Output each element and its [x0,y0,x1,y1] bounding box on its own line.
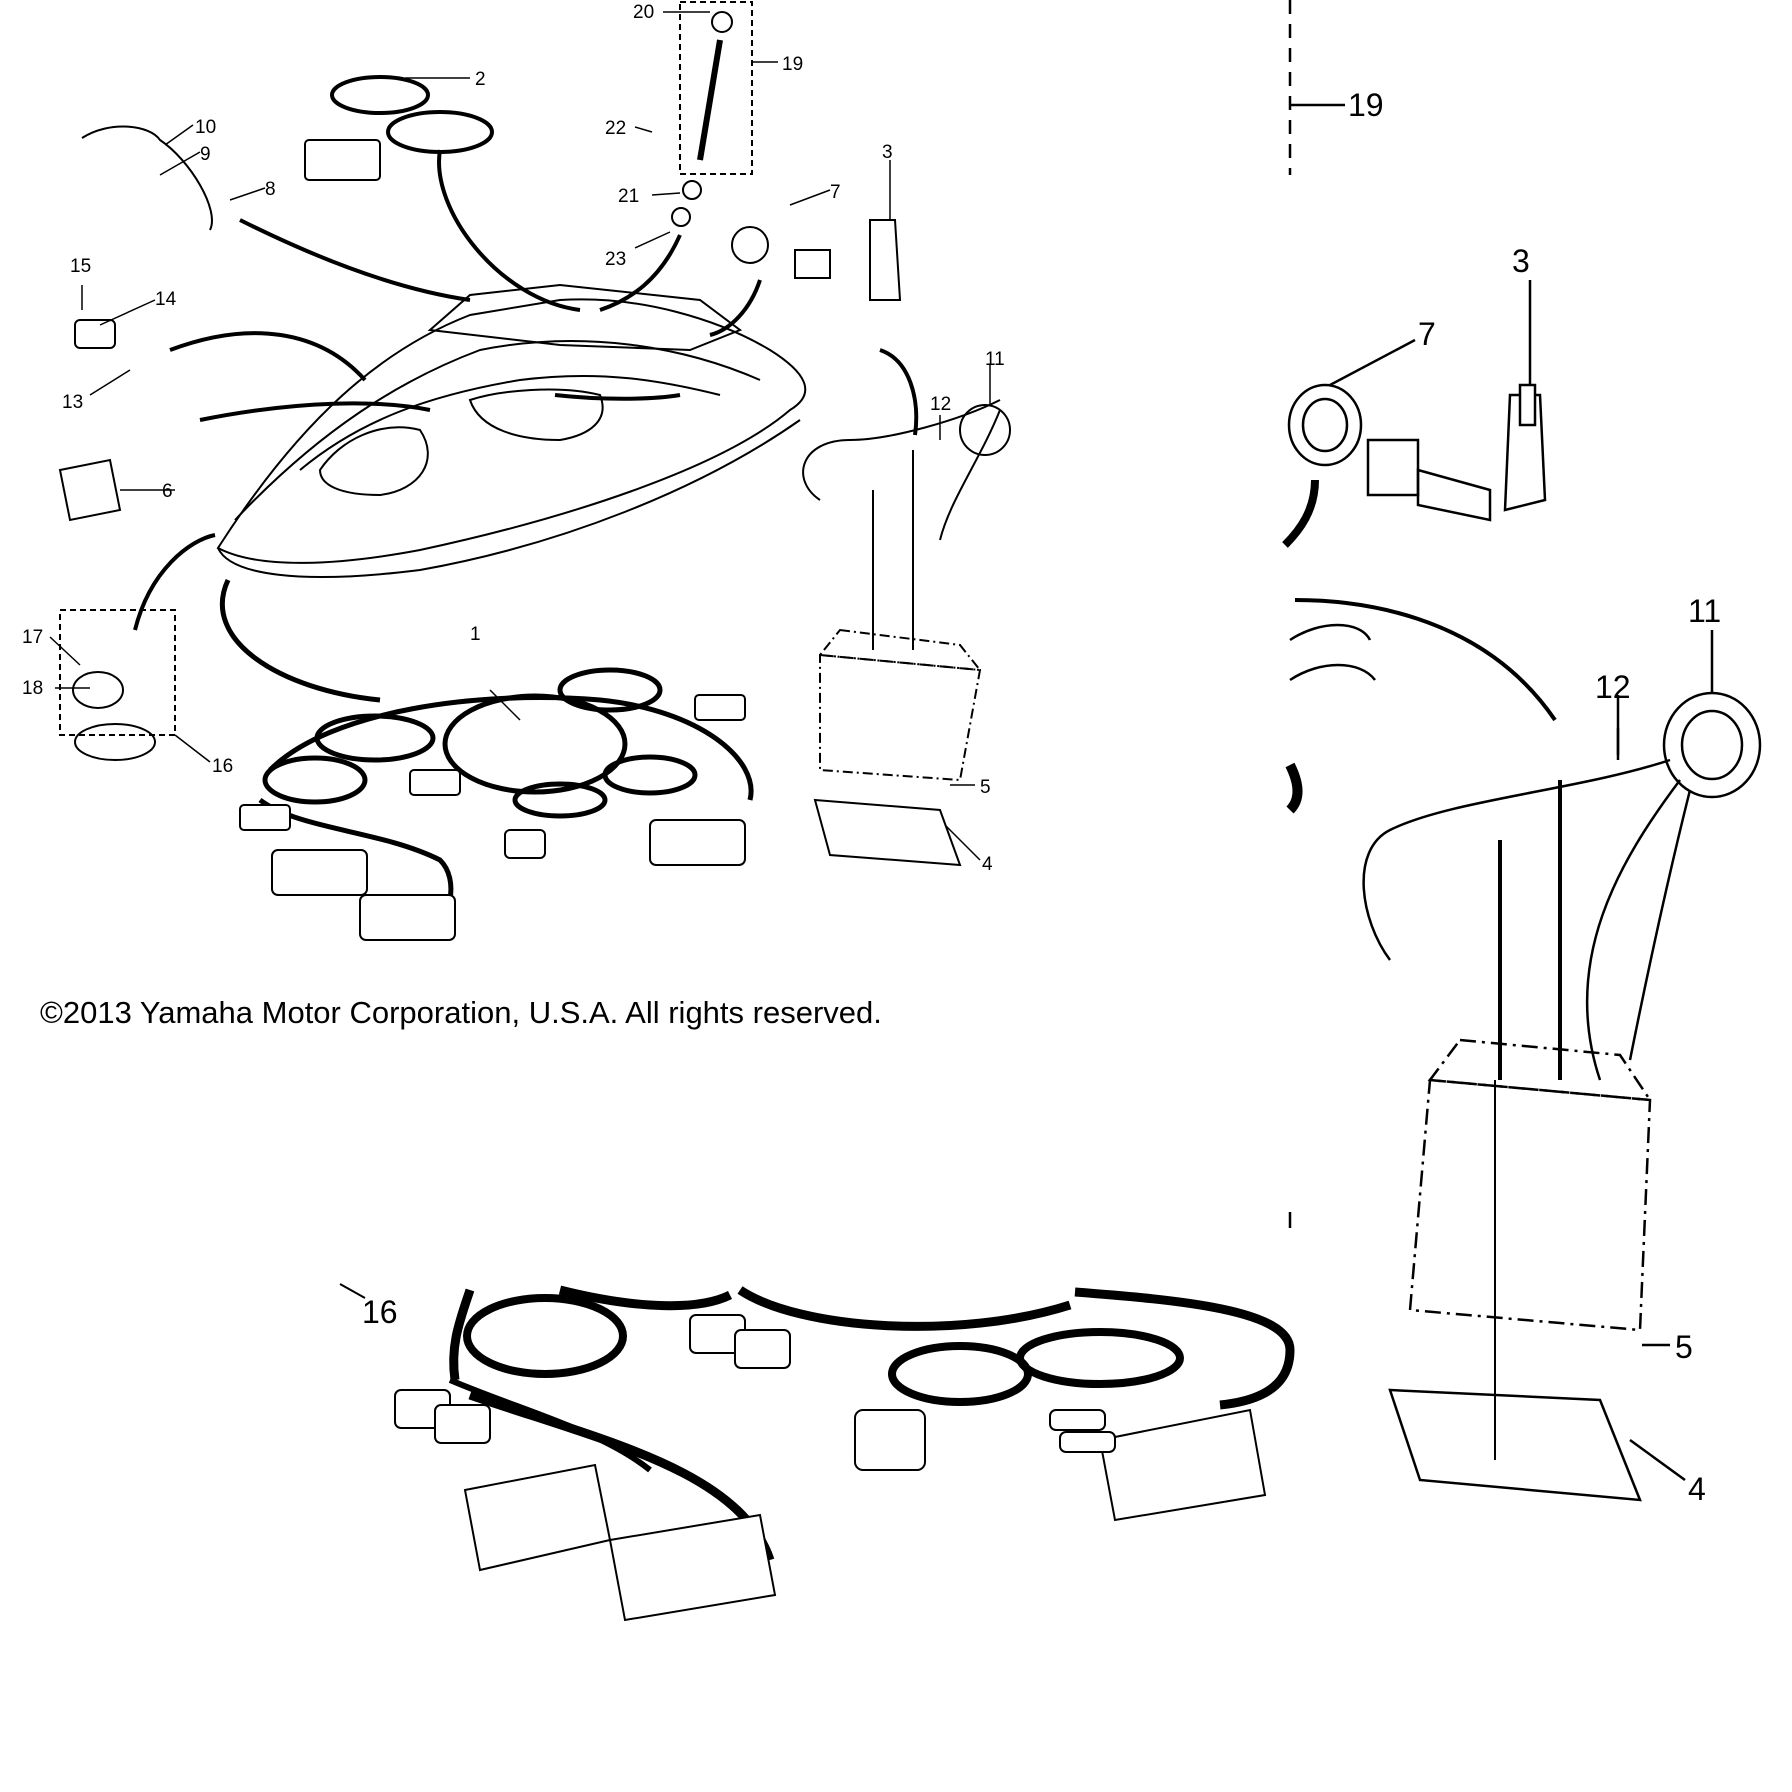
callout-17: 17 [22,627,43,648]
callout-10: 10 [195,117,216,138]
callout-5: 5 [980,777,991,798]
leader-lines [49,11,991,861]
callout-7: 7 [830,182,841,203]
callout-labels-right: 19 3 7 11 12 5 4 [1348,87,1721,1507]
boat-hull [216,283,807,578]
harness-connectors [239,694,746,941]
callout-23: 23 [605,249,626,270]
callout-2: 2 [475,69,486,90]
detail-callout-3: 3 [1512,243,1530,279]
battery [818,628,983,782]
detail-callout-5: 5 [1675,1329,1693,1365]
sub-harness-2 [304,75,581,312]
callout-20: 20 [633,2,654,23]
detail-callout-16: 16 [362,1294,398,1330]
right-detail-view [1282,0,1762,1502]
callout-11: 11 [985,349,1005,370]
callout-21: 21 [618,186,639,207]
callout-12: 12 [930,394,951,415]
callout-8: 8 [265,179,276,200]
callout-15: 15 [70,256,91,277]
battery-tray [813,798,962,867]
callout-9: 9 [200,144,211,165]
detail-callout-4: 4 [1688,1471,1706,1507]
detail-callout-7: 7 [1418,316,1436,352]
callout-18: 18 [22,678,43,699]
detail-callout-19: 19 [1348,87,1384,123]
callout-6: 6 [162,481,173,502]
antenna-19 [671,1,753,227]
callout-4: 4 [982,854,993,875]
small-parts [58,125,902,761]
callout-22: 22 [605,118,626,139]
callout-labels-main: 1 2 3 4 5 6 7 8 9 10 11 12 13 14 15 16 1… [22,2,1005,875]
guide-arrows [133,218,919,631]
callout-19: 19 [782,54,803,75]
callout-14: 14 [155,289,177,310]
battery-cables [802,399,1011,650]
copyright-notice: ©2013 Yamaha Motor Corporation, U.S.A. A… [40,995,882,1030]
callout-3: 3 [882,142,893,163]
bottom-detail-view [339,1283,1295,1622]
callout-13: 13 [62,392,83,413]
detail-callout-11: 11 [1688,593,1721,629]
detail-callout-12: 12 [1595,669,1631,705]
callout-1: 1 [470,624,481,645]
callout-16: 16 [212,756,233,777]
